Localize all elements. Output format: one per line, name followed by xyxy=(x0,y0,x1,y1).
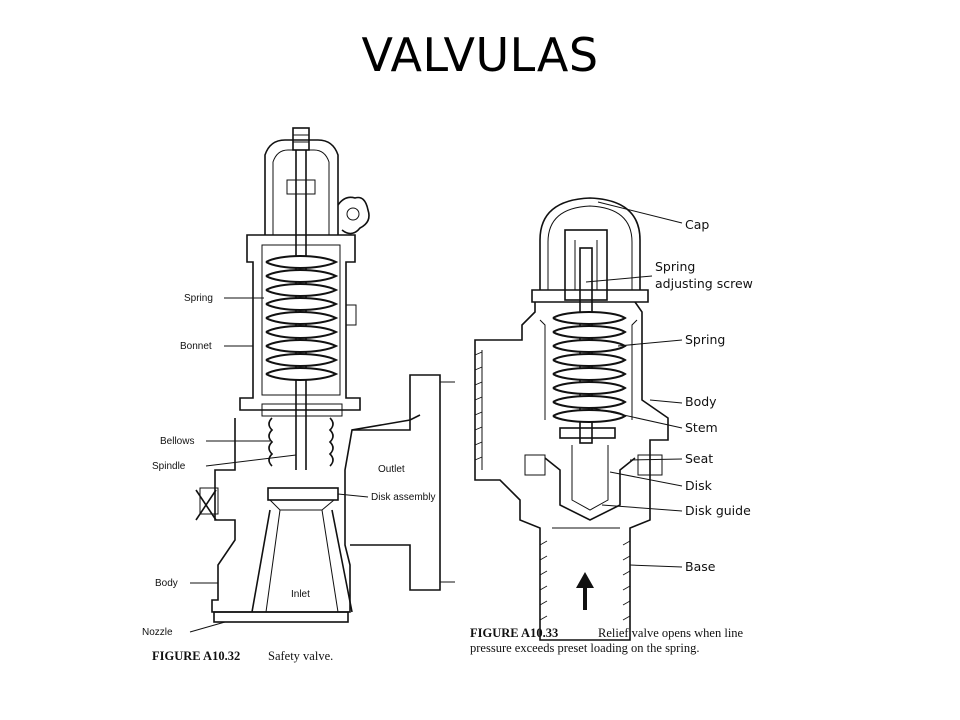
label-base: Base xyxy=(685,559,716,574)
label-disk-assembly: Disk assembly xyxy=(371,492,435,503)
label-inlet: Inlet xyxy=(291,589,310,600)
label-spring-adjusting-line1: Spring xyxy=(655,259,695,274)
label-bonnet: Bonnet xyxy=(180,341,212,352)
safety-valve-drawing xyxy=(195,127,455,623)
slide-title: VALVULAS xyxy=(361,28,599,82)
caption-line2-right: pressure exceeds preset loading on the s… xyxy=(470,641,699,655)
label-spring-right: Spring xyxy=(685,332,725,347)
label-outlet: Outlet xyxy=(378,464,405,475)
label-seat: Seat xyxy=(685,451,713,466)
label-nozzle: Nozzle xyxy=(142,627,173,638)
label-spring-left: Spring xyxy=(184,293,213,304)
label-spindle: Spindle xyxy=(152,461,186,472)
label-body-left: Body xyxy=(155,578,178,589)
label-bellows: Bellows xyxy=(160,436,194,447)
label-disk: Disk xyxy=(685,478,713,493)
label-body-right: Body xyxy=(685,394,717,409)
caption-number-left: FIGURE A10.32 xyxy=(152,649,240,663)
label-spring-adjusting-line2: adjusting screw xyxy=(655,276,753,291)
safety-valve-leaders xyxy=(189,297,369,633)
caption-text-left: Safety valve. xyxy=(268,649,333,663)
label-disk-guide: Disk guide xyxy=(685,503,751,518)
caption-line1-right: Relief valve opens when line xyxy=(598,626,744,640)
relief-valve-leaders xyxy=(585,201,683,568)
caption-number-right: FIGURE A10.33 xyxy=(470,626,558,640)
relief-valve-drawing xyxy=(474,197,669,641)
label-stem: Stem xyxy=(685,420,718,435)
label-cap: Cap xyxy=(685,217,709,232)
